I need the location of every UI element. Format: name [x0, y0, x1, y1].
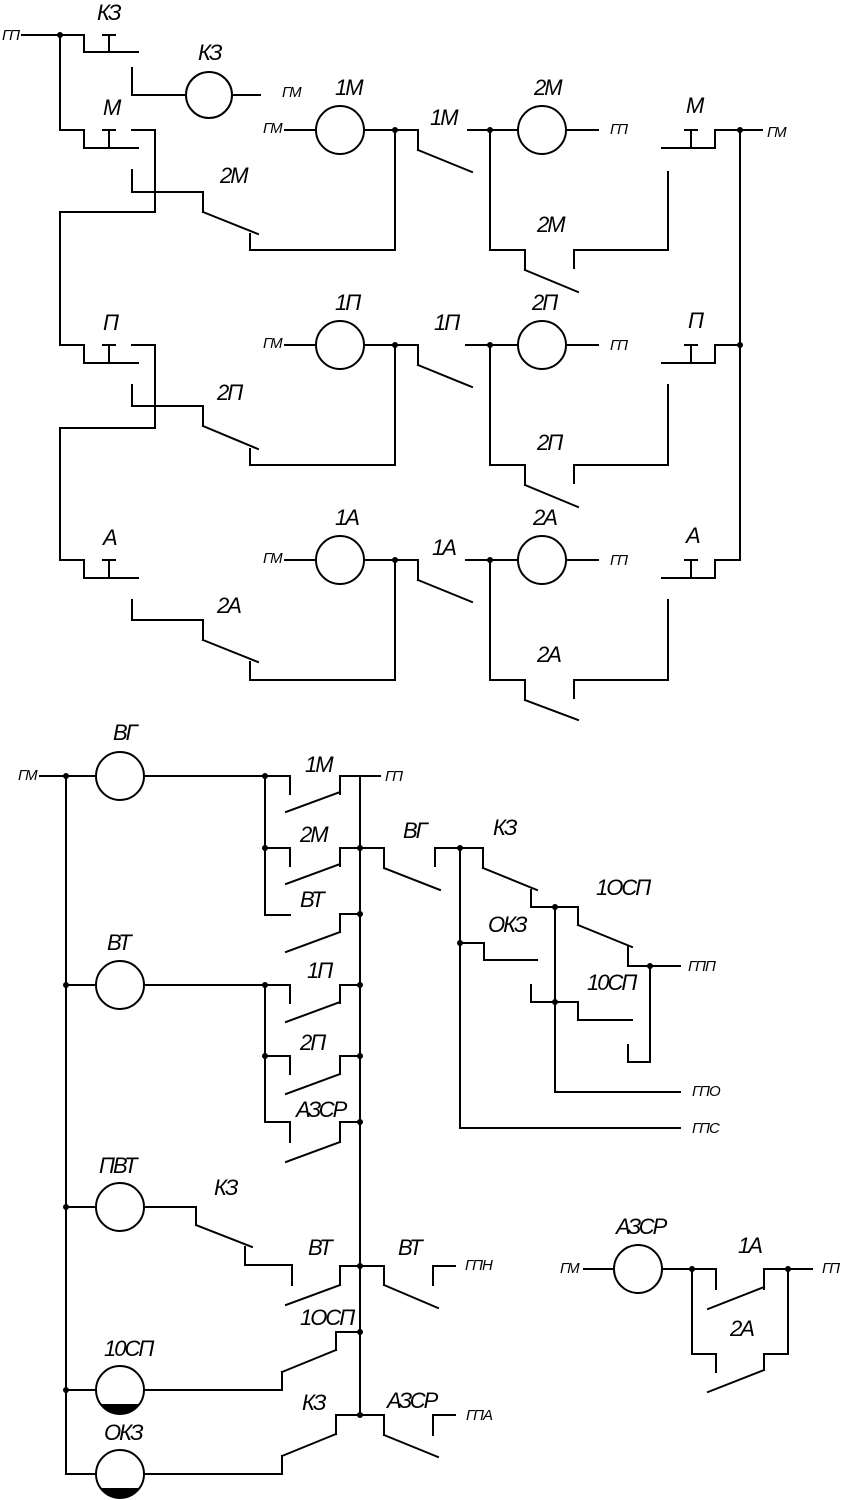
- label-2a-contact-left: 2А: [216, 593, 241, 618]
- label-azr-coil: АЗСР: [614, 1214, 668, 1239]
- label-2p-contact-right: 2П: [536, 430, 563, 455]
- label-2p-coil: 2П: [531, 290, 558, 315]
- label-1p-coil: 1П: [335, 290, 361, 315]
- terminal-gp-1m-bottom: ГП: [385, 768, 403, 785]
- terminal-gm-kz: ГМ: [282, 84, 302, 101]
- label-kz-coil: КЗ: [198, 40, 223, 65]
- coil-1a: [315, 535, 365, 585]
- label-2m-contact-left: 2М: [219, 163, 249, 188]
- terminal-gpo: ГПО: [692, 1083, 721, 1100]
- label-kz-contact-pvt: КЗ: [214, 1175, 239, 1200]
- terminal-gp-top: ГП: [2, 27, 20, 44]
- terminal-gm-1a: ГМ: [263, 550, 283, 567]
- terminal-gm-1m: ГМ: [263, 120, 283, 137]
- label-2a-coil: 2А: [532, 505, 557, 530]
- label-azr-contact-2: АЗСР: [385, 1388, 439, 1413]
- label-pvt-coil: ПВТ: [99, 1153, 139, 1178]
- coil-2m: [517, 105, 567, 155]
- label-2m-contact-bottom: 2М: [299, 822, 329, 847]
- label-vg-contact: ВГ: [403, 818, 430, 843]
- label-m-stop: М: [686, 93, 705, 118]
- label-2p-contact-left: 2П: [216, 380, 243, 405]
- terminal-gm-bottom: ГМ: [18, 767, 38, 784]
- label-1m-coil: 1М: [335, 75, 364, 100]
- label-m-button: М: [103, 95, 122, 120]
- terminal-gpn: ГПН: [465, 1257, 493, 1274]
- terminal-gp-2a: ГП: [610, 552, 628, 569]
- terminal-gpp: ГПП: [688, 958, 716, 975]
- label-a-stop: А: [684, 523, 700, 548]
- coil-vg: [95, 751, 145, 801]
- terminal-gm-1p: ГМ: [263, 335, 283, 352]
- label-vt-contact: ВТ: [300, 887, 326, 912]
- label-2m-coil: 2М: [533, 75, 563, 100]
- terminal-gpc: ГПС: [692, 1120, 720, 1137]
- label-10sp-lamp: 10СП: [104, 1336, 154, 1361]
- coil-kz: [185, 71, 233, 119]
- label-vt-contact-3: ВТ: [398, 1235, 424, 1260]
- label-1a-contact: 1А: [432, 535, 456, 560]
- coil-2a: [517, 535, 567, 585]
- label-p-button: П: [103, 310, 119, 335]
- label-2p-contact-bottom: 2П: [299, 1030, 326, 1055]
- label-10sp-contact: 10СП: [587, 970, 637, 995]
- label-p-stop: П: [688, 308, 704, 333]
- coil-vt: [95, 960, 145, 1010]
- terminal-gp-2m: ГП: [610, 121, 628, 138]
- label-vg-coil: ВГ: [113, 720, 140, 745]
- terminal-gm-right: ГМ: [767, 124, 787, 141]
- coil-pvt: [95, 1182, 145, 1232]
- coil-2p: [517, 320, 567, 370]
- terminal-gm-azr: ГМ: [560, 1260, 580, 1277]
- label-2m-contact-right: 2М: [536, 212, 566, 237]
- terminal-gp-azr: ГП: [822, 1260, 840, 1277]
- label-1m-contact: 1М: [430, 105, 459, 130]
- coil-1p: [315, 320, 365, 370]
- label-2a-contact-azr: 2А: [729, 1316, 754, 1341]
- coil-azr: [613, 1244, 663, 1294]
- label-azr-contact: АЗСР: [294, 1097, 348, 1122]
- label-1m-contact-bottom: 1М: [305, 752, 334, 777]
- lamp-10sp-fill: [100, 1404, 140, 1415]
- label-vt-coil: ВТ: [107, 930, 133, 955]
- control-circuit-top: ГП КЗ КЗ ГМ М 2М ГМ 1М 1М: [2, 0, 788, 722]
- label-1p-contact: 1П: [434, 310, 460, 335]
- label-a-button: А: [101, 525, 117, 550]
- label-okz-contact: ОКЗ: [488, 912, 528, 937]
- label-1p-contact-bottom: 1П: [307, 958, 333, 983]
- coil-1m: [315, 105, 365, 155]
- control-circuit-bottom: ГМ ВГ ГП 1М 2М ВТ: [18, 720, 841, 1499]
- label-kz-contact-bottom: КЗ: [302, 1390, 327, 1415]
- label-1osp-contact-right: 1ОСП: [596, 875, 651, 900]
- label-kz-contact-top: КЗ: [97, 0, 122, 25]
- label-kz-contact-right: КЗ: [493, 815, 518, 840]
- terminal-gpa: ГПА: [466, 1407, 493, 1424]
- label-2a-contact-right: 2А: [536, 642, 561, 667]
- label-vt-contact-2: ВТ: [308, 1235, 334, 1260]
- label-1a-contact-azr: 1А: [738, 1233, 762, 1258]
- lamp-okz-fill: [100, 1488, 140, 1499]
- label-1a-coil: 1А: [335, 505, 359, 530]
- label-1osp-contact: 1ОСП: [300, 1305, 355, 1330]
- terminal-gp-2p: ГП: [610, 337, 628, 354]
- label-okz-lamp: ОКЗ: [104, 1420, 144, 1445]
